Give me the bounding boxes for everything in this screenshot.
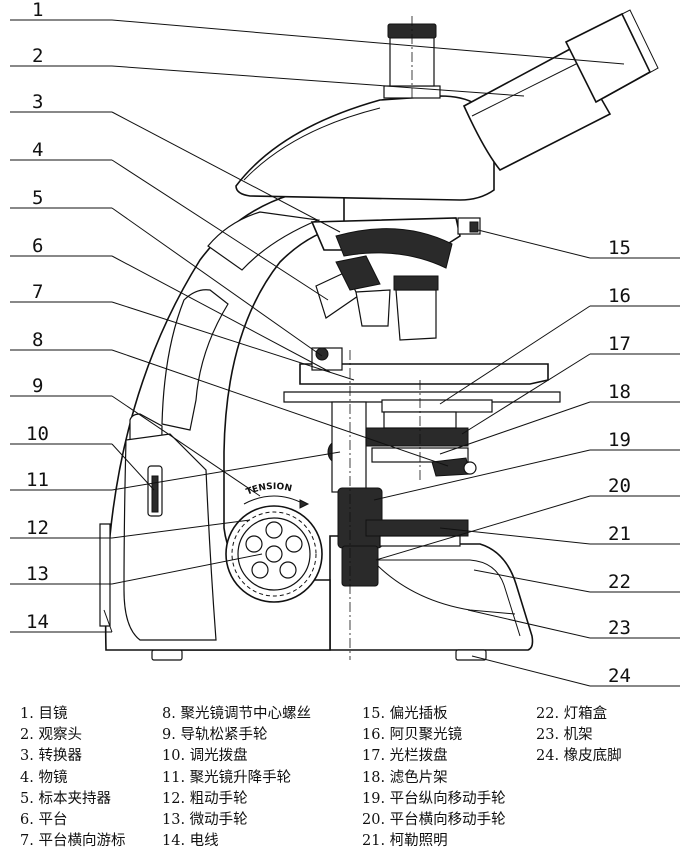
legend-column-2: 8. 聚光镜调节中心螺丝 9. 导轨松紧手轮 10. 调光拨盘 11. 聚光镜升…	[162, 704, 311, 852]
callout-17: 17	[608, 333, 631, 355]
callout-22: 22	[608, 571, 631, 593]
legend-item: 9. 导轨松紧手轮	[162, 727, 268, 744]
legend-item: 5. 标本夹持器	[20, 790, 111, 807]
legend-item: 10. 调光拨盘	[162, 748, 248, 765]
legend-item: 16. 阿贝聚光镜	[362, 727, 463, 744]
microscope-diagram: TENSION 1	[10, 0, 680, 687]
legend-item: 18. 滤色片架	[362, 769, 448, 786]
legend-item: 24. 橡皮底脚	[536, 748, 622, 765]
stage-transverse-knob	[341, 545, 379, 587]
callout-3: 3	[32, 91, 43, 113]
objective-right	[395, 289, 437, 341]
legend-item: 13. 微动手轮	[162, 811, 248, 828]
legend-item: 3. 转换器	[20, 748, 82, 765]
legend-item: 1. 目镜	[20, 706, 68, 722]
callout-10: 10	[26, 423, 49, 445]
leader-lines	[10, 19, 680, 687]
legend-item: 22. 灯箱盒	[536, 706, 608, 722]
legend-item: 19. 平台纵向移动手轮	[362, 790, 506, 807]
callout-5: 5	[32, 187, 43, 209]
parts-legend: 1. 目镜 2. 观察头 3. 转换器 4. 物镜 5. 标本夹持器 6. 平台…	[0, 704, 692, 868]
callout-23: 23	[608, 617, 631, 639]
rubber-foot-left	[151, 649, 183, 661]
callout-4: 4	[32, 139, 43, 161]
callout-6: 6	[32, 235, 43, 257]
callout-7: 7	[32, 281, 43, 303]
legend-item: 15. 偏光插板	[362, 706, 448, 722]
callout-20: 20	[608, 475, 631, 497]
callout-2: 2	[32, 45, 43, 67]
legend-item: 23. 机架	[536, 727, 593, 744]
callout-numbers: 1 2 3 4 5 6 7 8 9 10 11 12 13 14 15 16 1…	[26, 0, 631, 687]
callout-11: 11	[26, 469, 49, 491]
callout-24: 24	[608, 665, 631, 687]
eyepiece-tube	[462, 46, 612, 172]
tension-label: TENSION	[245, 482, 293, 498]
legend-column-1: 1. 目镜 2. 观察头 3. 转换器 4. 物镜 5. 标本夹持器 6. 平台…	[20, 704, 125, 852]
legend-item: 11. 聚光镜升降手轮	[162, 769, 292, 786]
legend-item: 2. 观察头	[20, 727, 82, 744]
legend-item: 7. 平台横向游标	[20, 833, 126, 850]
callout-19: 19	[608, 429, 631, 451]
legend-item: 4. 物镜	[20, 769, 68, 786]
objective-middle	[355, 289, 391, 327]
legend-item: 17. 光栏拨盘	[362, 748, 448, 765]
power-cord	[99, 523, 111, 627]
legend-item: 21. 柯勒照明	[362, 833, 448, 850]
legend-item: 6. 平台	[20, 811, 68, 828]
callout-15: 15	[608, 237, 631, 259]
callout-14: 14	[26, 611, 49, 633]
microscope-illustration: TENSION	[99, 9, 659, 661]
callout-21: 21	[608, 523, 631, 545]
callout-12: 12	[26, 517, 49, 539]
stage-longitudinal-knob	[337, 487, 383, 549]
callout-16: 16	[608, 285, 631, 307]
legend-column-3: 15. 偏光插板 16. 阿贝聚光镜 17. 光栏拨盘 18. 滤色片架 19.…	[362, 704, 506, 852]
legend-item: 20. 平台横向移动手轮	[362, 811, 506, 828]
callout-8: 8	[32, 329, 43, 351]
legend-item: 12. 粗动手轮	[162, 790, 248, 807]
callout-1: 1	[32, 0, 43, 21]
stage	[299, 363, 549, 385]
callout-9: 9	[32, 375, 43, 397]
legend-column-4: 22. 灯箱盒 23. 机架 24. 橡皮底脚	[536, 704, 622, 768]
kohler-illuminator	[365, 519, 469, 537]
abbe-condenser	[381, 399, 493, 413]
legend-item: 14. 电线	[162, 833, 219, 850]
callout-18: 18	[608, 381, 631, 403]
callout-13: 13	[26, 563, 49, 585]
legend-item: 8. 聚光镜调节中心螺丝	[162, 706, 311, 722]
